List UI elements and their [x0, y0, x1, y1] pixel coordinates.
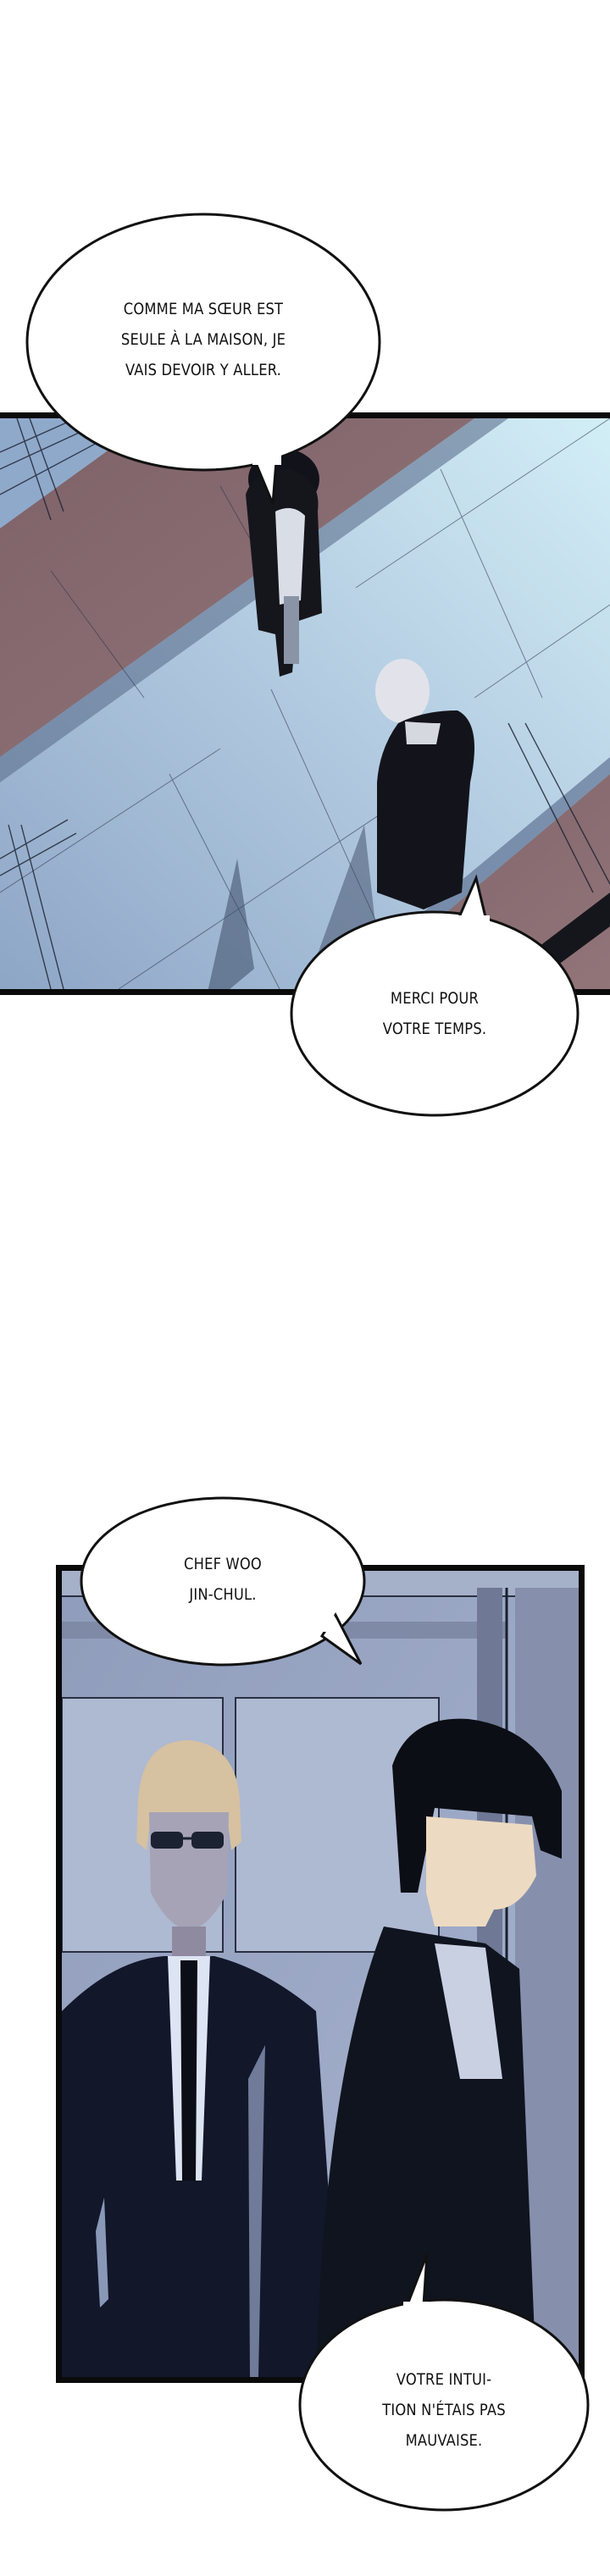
bubble-3-line-2: JIN-CHUL.: [189, 1585, 257, 1604]
bubble-1-line-1: COMME MA SŒUR EST: [123, 300, 284, 318]
two-men-scene-illustration: [62, 1571, 579, 2377]
panel-two-men-in-suits: [56, 1565, 585, 2383]
speech-bubble-shape: [80, 1496, 366, 1667]
bubble-2-text: MERCI POUR VOTRE TEMPS.: [310, 983, 559, 1044]
bubble-2-line-2: VOTRE TEMPS.: [382, 1020, 487, 1038]
bubble-4-line-2: TION N'ÉTAIS PAS: [382, 2401, 506, 2419]
man-dark-hair: [316, 1718, 562, 2377]
speech-bubble-shape: [25, 213, 381, 505]
speech-bubble-3: CHEF WOO JIN-CHUL.: [80, 1496, 366, 1669]
speech-bubble-shape: [298, 2253, 590, 2512]
speech-bubble-shape: [290, 874, 580, 1117]
bubble-4-text: VOTRE INTUI- TION N'ÉTAIS PAS MAUVAISE.: [319, 2364, 569, 2456]
speech-bubble-1: COMME MA SŒUR EST SEULE À LA MAISON, JE …: [25, 213, 381, 509]
bubble-1-line-3: VAIS DEVOIR Y ALLER.: [125, 361, 282, 379]
bubble-1-line-2: SEULE À LA MAISON, JE: [120, 330, 286, 349]
speech-bubble-4: VOTRE INTUI- TION N'ÉTAIS PAS MAUVAISE.: [298, 2253, 590, 2512]
speech-bubble-2: MERCI POUR VOTRE TEMPS.: [290, 874, 580, 1119]
bubble-4-line-1: VOTRE INTUI-: [396, 2370, 492, 2389]
bubble-1-text: COMME MA SŒUR EST SEULE À LA MAISON, JE …: [50, 294, 356, 385]
bubble-2-line-1: MERCI POUR: [390, 989, 480, 1008]
bubble-3-text: CHEF WOO JIN-CHUL.: [100, 1549, 347, 1610]
man-with-sunglasses: [62, 1740, 341, 2377]
bubble-4-line-3: MAUVAISE.: [405, 2431, 483, 2450]
bubble-3-line-1: CHEF WOO: [184, 1555, 262, 1573]
